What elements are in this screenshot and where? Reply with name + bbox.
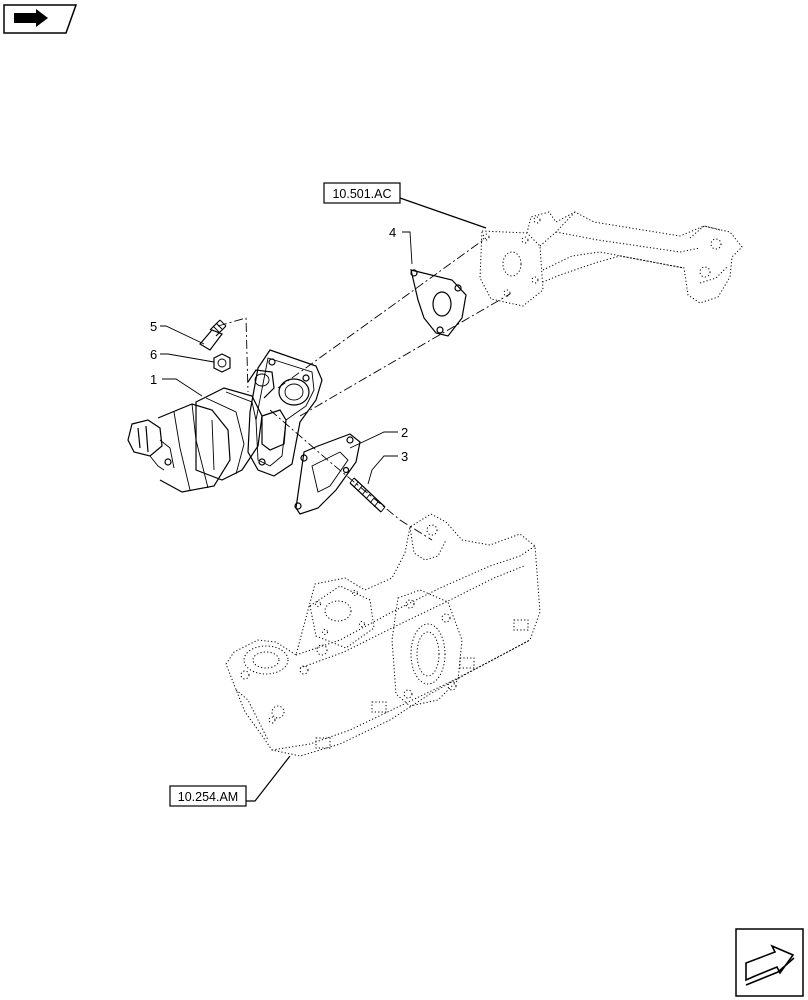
book-arrow-icon[interactable] — [3, 4, 78, 34]
exhaust-manifold-context — [225, 513, 541, 757]
gasket-upper[interactable] — [410, 269, 467, 337]
callout-5: 5 — [150, 319, 157, 334]
callout-2: 2 — [401, 425, 408, 440]
callout-4: 4 — [389, 225, 396, 240]
hex-nut[interactable] — [213, 353, 231, 373]
reference-label-lower: 10.254.AM — [178, 790, 238, 804]
stud-bolt[interactable] — [349, 477, 386, 513]
callout-1: 1 — [150, 372, 157, 387]
next-page-arrow-icon[interactable] — [735, 928, 804, 997]
leader-line-upper — [399, 197, 487, 229]
egr-valve[interactable] — [127, 349, 323, 493]
flange-bolt[interactable] — [199, 319, 227, 351]
gasket-lower[interactable] — [294, 433, 361, 515]
reference-box-upper[interactable]: 10.501.AC — [323, 182, 401, 204]
reference-label-upper: 10.501.AC — [332, 187, 391, 201]
callout-leaders — [160, 231, 413, 485]
callout-6: 6 — [150, 347, 157, 362]
reference-box-lower[interactable]: 10.254.AM — [169, 785, 247, 807]
exhaust-pipe-context — [479, 211, 743, 307]
leader-line-lower — [246, 755, 291, 802]
callout-3: 3 — [401, 449, 408, 464]
